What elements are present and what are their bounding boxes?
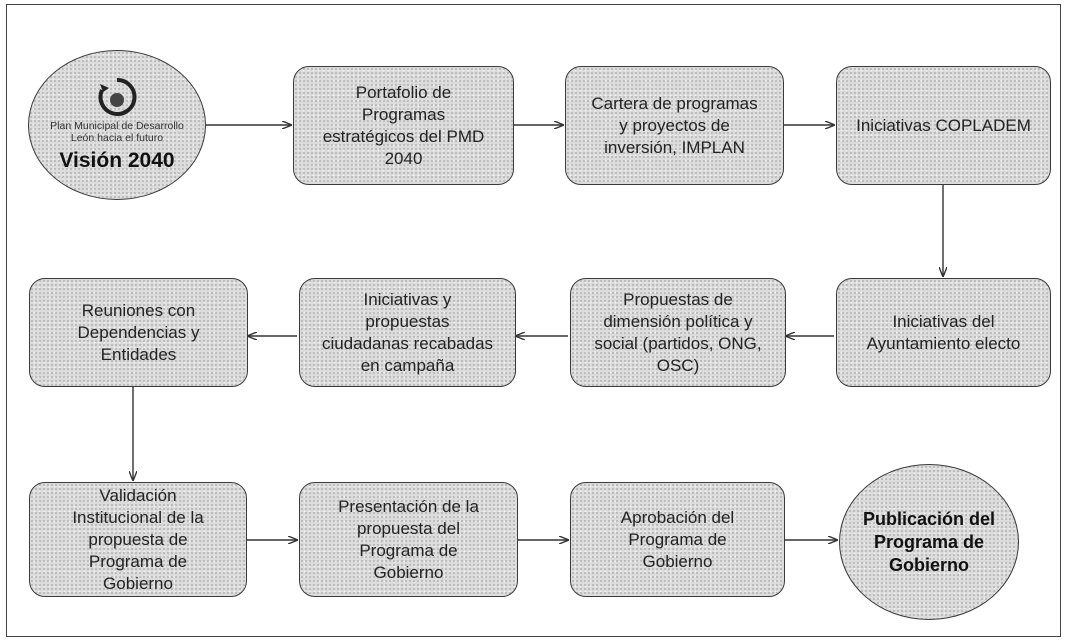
- reuniones-node: Reuniones con Dependencias y Entidades: [29, 278, 248, 387]
- copladem-node: Iniciativas COPLADEM: [836, 66, 1051, 185]
- copladem-label: Iniciativas COPLADEM: [856, 115, 1031, 135]
- vision-subtitle: Plan Municipal de Desarrollo León hacia …: [50, 120, 184, 144]
- ayuntamiento-label: Iniciativas del Ayuntamiento electo: [866, 311, 1021, 353]
- propuestas-politica-node: Propuestas de dimensión política y socia…: [570, 278, 786, 387]
- municipal-logo-icon: [98, 77, 137, 116]
- portafolio-node: Portafolio de Programas estratégicos del…: [293, 66, 514, 185]
- aprobacion-node: Aprobación del Programa de Gobierno: [570, 482, 785, 597]
- vision-2040-node: Plan Municipal de Desarrollo León hacia …: [28, 50, 206, 200]
- reuniones-label: Reuniones con Dependencias y Entidades: [77, 300, 200, 364]
- validacion-label: Validación Institucional de la propuesta…: [72, 485, 204, 593]
- presentacion-label: Presentación de la propuesta del Program…: [338, 496, 479, 582]
- vision-title: Visión 2040: [59, 149, 175, 172]
- ciudadanas-label: Iniciativas y propuestas ciudadanas reca…: [321, 289, 494, 375]
- cartera-label: Cartera de programas y proyectos de inve…: [591, 93, 758, 157]
- validacion-node: Validación Institucional de la propuesta…: [29, 482, 247, 597]
- ciudadanas-node: Iniciativas y propuestas ciudadanas reca…: [299, 278, 516, 387]
- publicacion-node: Publicación del Programa de Gobierno: [839, 464, 1019, 620]
- propuestas-politica-label: Propuestas de dimensión política y socia…: [594, 289, 762, 375]
- publicacion-label: Publicación del Programa de Gobierno: [862, 508, 996, 575]
- portafolio-label: Portafolio de Programas estratégicos del…: [322, 82, 485, 168]
- ayuntamiento-node: Iniciativas del Ayuntamiento electo: [836, 278, 1051, 387]
- aprobacion-label: Aprobación del Programa de Gobierno: [620, 507, 735, 571]
- cartera-node: Cartera de programas y proyectos de inve…: [565, 66, 784, 185]
- presentacion-node: Presentación de la propuesta del Program…: [299, 482, 518, 597]
